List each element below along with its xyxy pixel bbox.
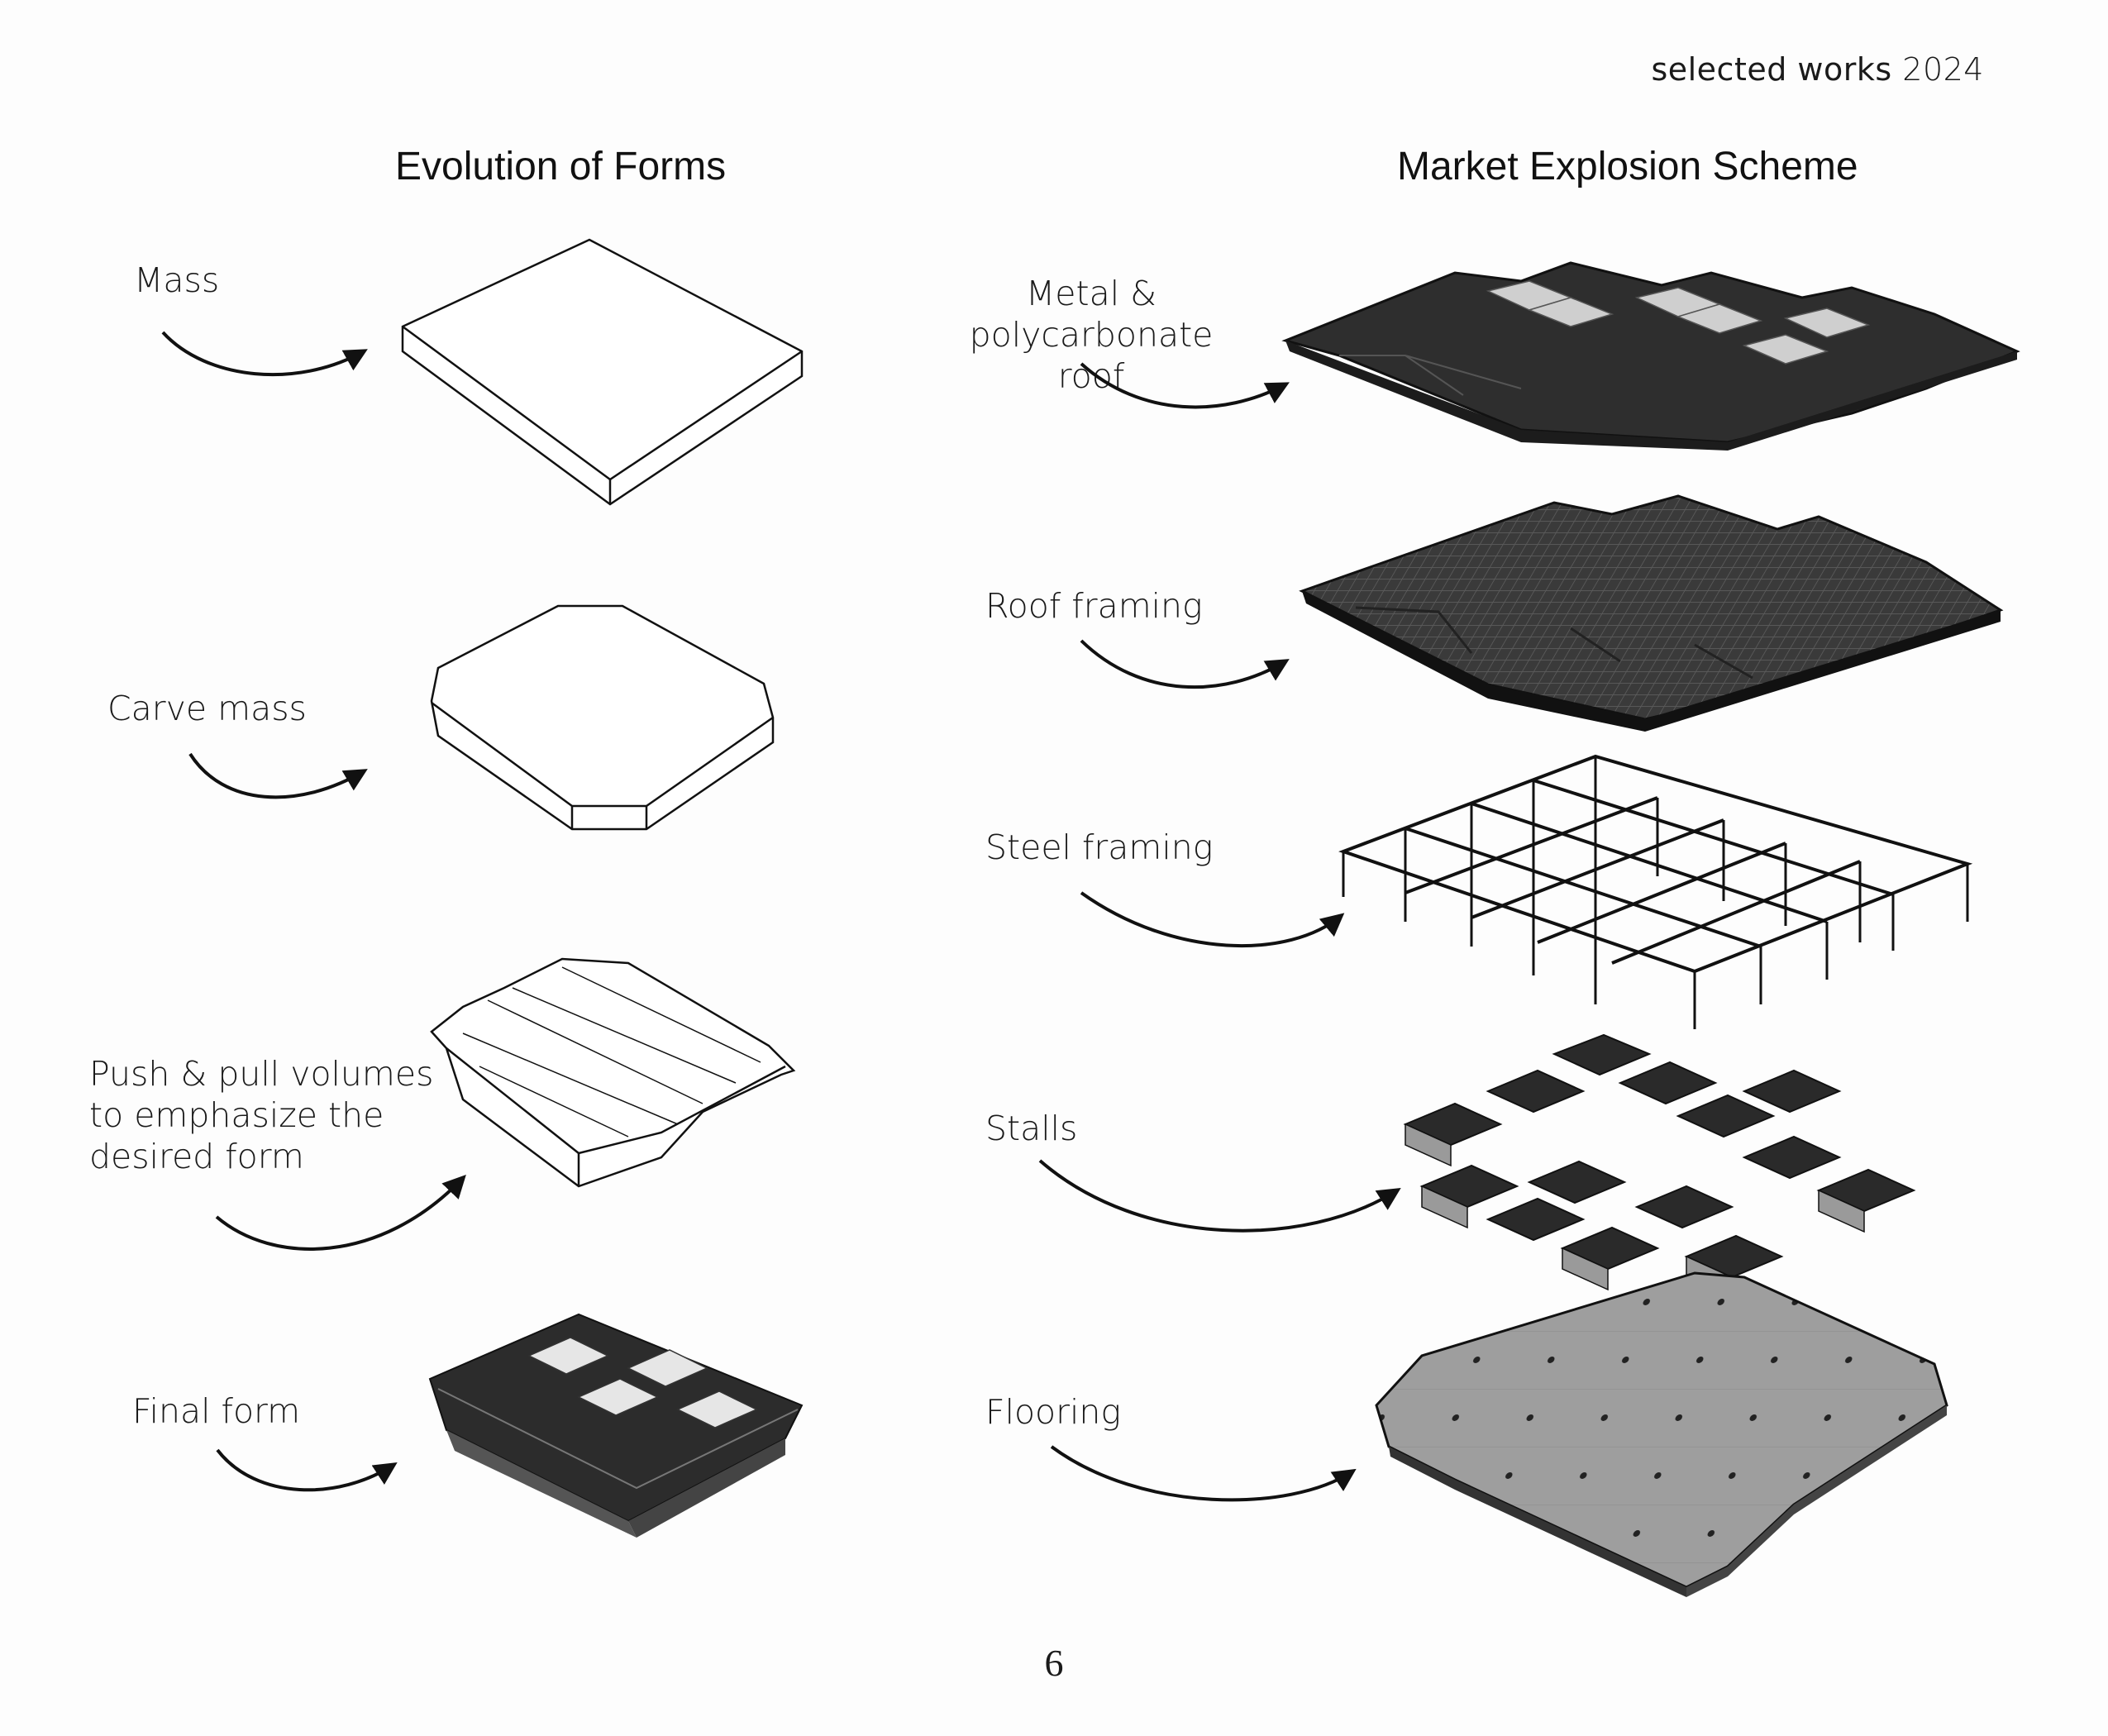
arrow-carve xyxy=(190,754,364,797)
carved-mass-drawing xyxy=(432,606,773,829)
roof-drawing xyxy=(1285,263,2017,451)
arrow-push-pull xyxy=(217,1178,463,1249)
mass-slab-drawing xyxy=(403,240,802,504)
push-pull-drawing xyxy=(432,959,794,1186)
steel-framing-drawing xyxy=(1343,756,1967,1029)
arrow-flooring xyxy=(1052,1447,1352,1500)
arrow-stalls xyxy=(1040,1161,1397,1231)
step-arrows xyxy=(163,332,463,1490)
layer-arrows xyxy=(1040,364,1397,1500)
final-form-drawing xyxy=(430,1314,802,1538)
flooring-drawing xyxy=(1376,1273,1947,1597)
arrow-final xyxy=(217,1450,393,1490)
arrow-roof-framing xyxy=(1081,641,1285,687)
arrow-mass xyxy=(163,332,364,374)
arrow-steel-framing xyxy=(1081,893,1341,946)
roof-framing-drawing xyxy=(1302,496,2001,732)
arrow-roof xyxy=(1081,364,1285,407)
stalls-drawing xyxy=(1405,1035,1914,1298)
